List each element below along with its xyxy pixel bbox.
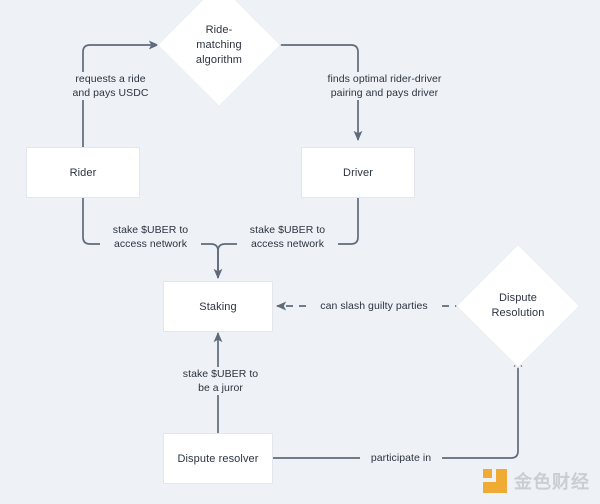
edge-label-line: can slash guilty parties <box>320 300 428 312</box>
node-rider-label: Rider <box>69 166 97 179</box>
node-dispute-resolver-label: Dispute resolver <box>177 452 259 465</box>
node-label-line: matching <box>196 38 242 51</box>
node-staking[interactable]: Staking <box>163 281 273 332</box>
edge-resolver-to-dispute-resolution <box>272 356 523 459</box>
logo-bar-horizontal <box>483 482 507 493</box>
edge-label-line: and pays USDC <box>72 87 149 99</box>
node-label-line: Dispute <box>499 292 537 304</box>
node-label-line: Resolution <box>491 307 545 319</box>
node-dispute-resolution[interactable]: Dispute Resolution <box>455 243 581 369</box>
edge-algorithm-to-driver <box>279 44 363 142</box>
edge-label-line: pairing and pays driver <box>330 87 439 99</box>
node-label-line: Ride- <box>205 23 233 36</box>
edge-label-requests-a-ride: requests a ride and pays USDC <box>45 72 176 100</box>
edge-label-line: access network <box>113 238 188 250</box>
edge-label-finds-optimal-pairing: finds optimal rider-driver pairing and p… <box>291 72 478 100</box>
node-dispute-resolution-label: Dispute Resolution <box>475 291 561 321</box>
edge-label-line: finds optimal rider-driver <box>327 73 442 85</box>
edge-label-line: stake $UBER to <box>112 224 189 236</box>
node-ride-matching-algorithm[interactable]: Ride- matching algorithm <box>156 0 282 108</box>
node-rider[interactable]: Rider <box>26 147 140 198</box>
node-driver-label: Driver <box>343 166 373 179</box>
edge-label-stake-to-be-juror: stake $UBER to be a juror <box>170 367 271 395</box>
edge-rider-to-algorithm <box>82 40 160 147</box>
jinse-logo-icon <box>483 469 507 493</box>
node-dispute-resolver[interactable]: Dispute resolver <box>163 433 273 484</box>
node-label-line: algorithm <box>195 53 243 66</box>
edge-label-line: participate in <box>370 452 432 464</box>
node-driver[interactable]: Driver <box>301 147 415 198</box>
edge-label-line: stake $UBER to <box>182 368 259 380</box>
edge-label-stake-access-network-right: stake $UBER to access network <box>237 223 338 251</box>
edge-label-line: stake $UBER to <box>249 224 326 236</box>
node-ride-matching-algorithm-label: Ride- matching algorithm <box>176 23 262 68</box>
watermark: 金色财经 <box>483 468 590 494</box>
node-staking-label: Staking <box>199 300 237 313</box>
edge-label-line: be a juror <box>198 382 243 394</box>
logo-bar-vertical <box>496 469 507 484</box>
watermark-text: 金色财经 <box>514 472 590 493</box>
edge-label-can-slash-guilty-parties: can slash guilty parties <box>312 299 436 313</box>
edge-label-participate-in: participate in <box>360 451 442 465</box>
edge-label-line: requests a ride <box>75 73 146 85</box>
edge-label-stake-access-network-left: stake $UBER to access network <box>100 223 201 251</box>
edge-label-line: access network <box>250 238 325 250</box>
logo-square <box>483 469 492 478</box>
